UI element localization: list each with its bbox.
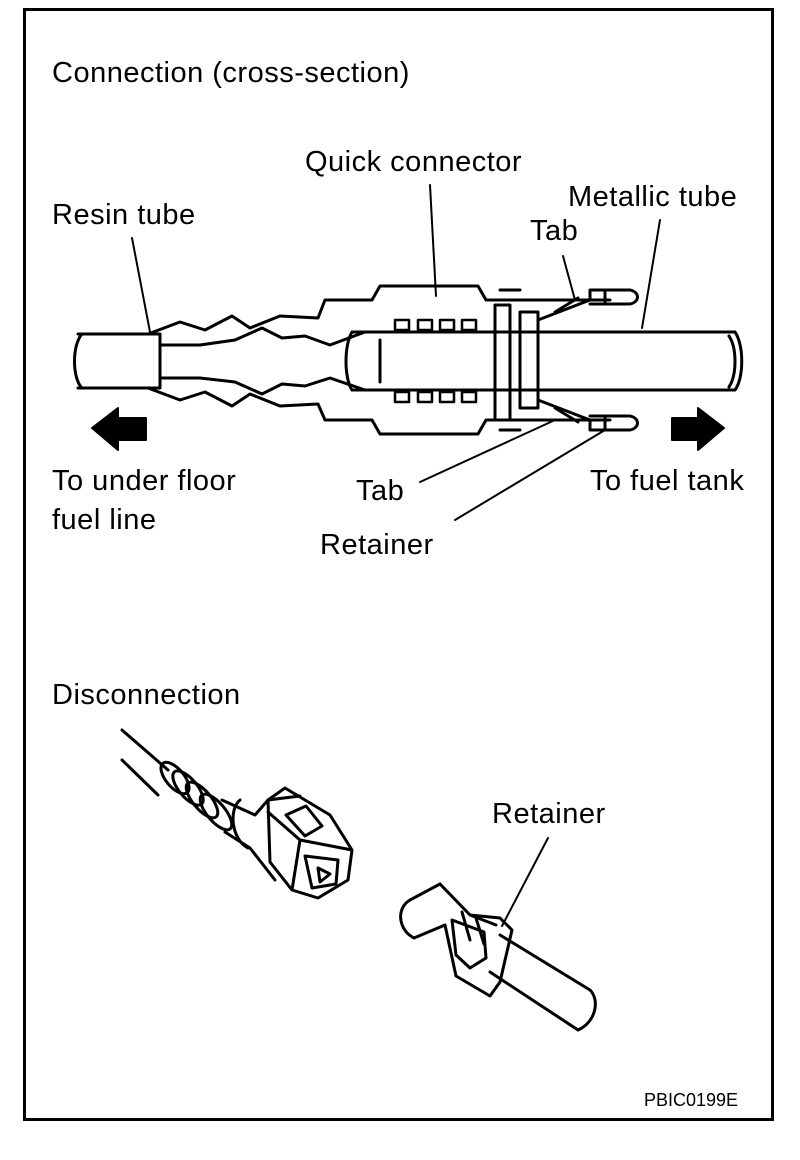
label-quick-connector: Quick connector [305, 146, 523, 178]
resin-tube [73, 332, 202, 390]
connector-face-inner [303, 854, 340, 890]
resin-tube-disconnected [120, 728, 170, 797]
retainer-clip [438, 882, 514, 998]
label-to-under-floor-1: To under floor [52, 465, 237, 497]
label-to-under-floor-2: fuel line [52, 504, 157, 536]
figure-code: PBIC0199E [644, 1090, 739, 1110]
label-resin-tube: Resin tube [52, 199, 196, 231]
metallic-tube-disconnected [399, 882, 597, 1032]
label-to-fuel-tank: To fuel tank [590, 465, 745, 497]
connector-face-square [284, 804, 324, 838]
connector-inner-bore [198, 326, 500, 396]
label-retainer-upper: Retainer [320, 529, 434, 561]
disconnection-drawing [120, 728, 597, 1032]
label-retainer-lower: Retainer [492, 798, 606, 830]
leader-retainer-lower [501, 837, 549, 927]
connection-section-title: Connection (cross-section) [52, 57, 410, 89]
metallic-tube [344, 330, 744, 392]
retainer-ring [493, 288, 540, 432]
arrow-to-fuel-tank [671, 407, 725, 451]
label-tab-lower: Tab [356, 475, 405, 507]
label-tab-upper: Tab [530, 215, 579, 247]
arrow-to-under-floor [91, 407, 147, 451]
o-rings [393, 318, 478, 404]
leader-lines [131, 184, 661, 521]
quick-connector-body [146, 284, 612, 436]
disconnection-section-title: Disconnection [52, 679, 241, 711]
label-metallic-tube: Metallic tube [568, 181, 738, 213]
quick-connector-tip [220, 794, 302, 882]
resin-tube-ridges [159, 760, 234, 832]
quick-connector-head [266, 786, 354, 900]
cross-section-drawing [73, 184, 744, 521]
retainer-tabs [536, 288, 639, 432]
diagram-frame [23, 8, 774, 1121]
